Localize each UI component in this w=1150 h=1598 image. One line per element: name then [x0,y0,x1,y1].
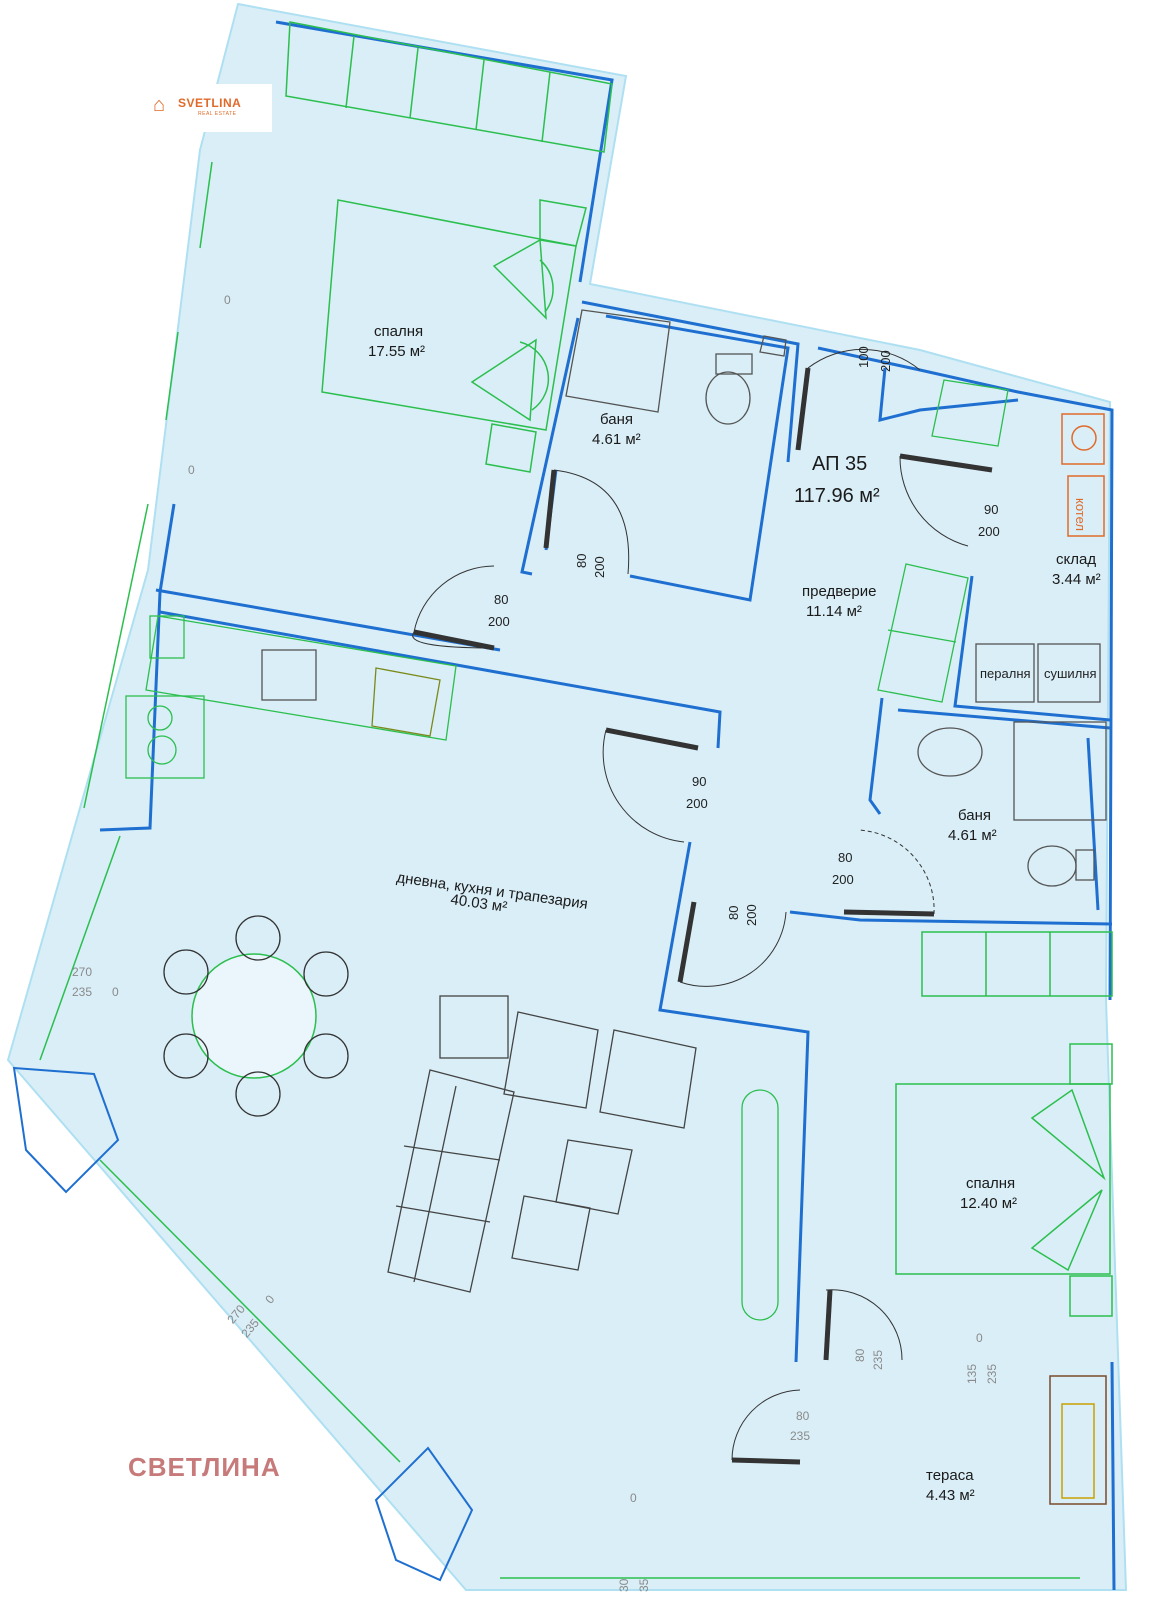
hall-name: предверие [802,583,876,600]
storage-name: склад [1056,551,1096,568]
bedroom2-name: спалня [966,1175,1015,1192]
kitchen-furniture [125,615,457,779]
door-leaves [413,367,993,1465]
door-bed2-w: 80 [726,906,741,920]
apartment-name: АП 35 [812,453,867,475]
bath1-area: 4.61 м² [592,431,641,448]
dining-chairs [163,915,349,1117]
storage-fixtures [877,379,1009,703]
window1-c: 0 [112,985,119,999]
terrace-area: 4.43 м² [926,1487,975,1504]
boiler [1061,413,1105,537]
door-storage-h: 200 [978,524,1000,539]
door-entry-w: 100 [856,346,871,368]
washer-label: пералня [980,666,1031,681]
door-bed2balc-w: 80 [853,1348,867,1362]
terrace-window-h: 235 [985,1364,999,1384]
window1-a: 270 [72,965,92,979]
bath2-fixtures [917,721,1107,887]
bath2-name: баня [958,807,991,824]
sill-3: 0 [976,1331,983,1345]
bath2-area: 4.61 м² [948,827,997,844]
windows [39,161,1080,1579]
terrace-name: тераса [926,1467,974,1484]
door-bed1-w: 80 [494,592,508,607]
window3-a: 30 [617,1578,631,1592]
outer-walls [99,20,1116,1591]
sill-1: 0 [224,293,231,307]
door-living-balc-w: 80 [796,1409,810,1423]
labels: спалня 17.55 м² баня 4.61 м² АП 35 117.9… [72,293,1101,1592]
storage-area: 3.44 м² [1052,571,1101,588]
house-s-logo-icon: ⌂ [152,94,166,116]
door-living-balc-h: 235 [790,1429,810,1443]
bath1-fixtures [565,309,787,425]
bedroom2-furniture [895,931,1113,1317]
logo-tagline: REAL ESTATE [198,111,237,117]
bedroom1-furniture [285,21,613,473]
apartment-floor [6,2,1128,1591]
laundry [975,643,1101,703]
door-swings [412,348,969,1461]
apartment-area: 117.96 м² [794,485,880,507]
door-storage-w: 90 [984,502,998,517]
boiler-label: котел [1073,498,1088,531]
door-bed2balc-h: 235 [871,1350,885,1370]
watermark-text: СВЕТЛИНА [128,1452,281,1482]
bedroom2-area: 12.40 м² [960,1195,1017,1212]
door-bath2-h: 200 [832,872,854,887]
sill-2: 0 [188,463,195,477]
window1-b: 235 [72,985,92,999]
door-bath1-h: 200 [592,556,607,578]
door-entry-h: 200 [878,350,893,372]
terrace-fixture [1049,1375,1107,1505]
columns [12,1066,474,1582]
door-bed1-h: 200 [488,614,510,629]
sill-4: 0 [630,1491,637,1505]
door-living-h: 200 [686,796,708,811]
door-living-w: 90 [692,774,706,789]
door-bed2-h: 200 [744,904,759,926]
terrace-window-w: 135 [965,1364,979,1384]
living-furniture [387,995,697,1293]
door-bath1-w: 80 [574,554,589,568]
logo-brand: SVETLINA [178,96,242,110]
door-bath2-w: 80 [838,850,852,865]
bedroom1-area: 17.55 м² [368,343,425,360]
dryer-label: сушилня [1044,666,1097,681]
wardrobe-panel [741,1089,779,1321]
brand-logo: ⌂ SVETLINA REAL ESTATE [138,84,272,132]
bedroom1-name: спалня [374,323,423,340]
dining-set [191,953,317,1079]
window3-b: 35 [637,1578,651,1592]
hall-area: 11.14 м² [806,603,862,620]
bath1-name: баня [600,411,633,428]
